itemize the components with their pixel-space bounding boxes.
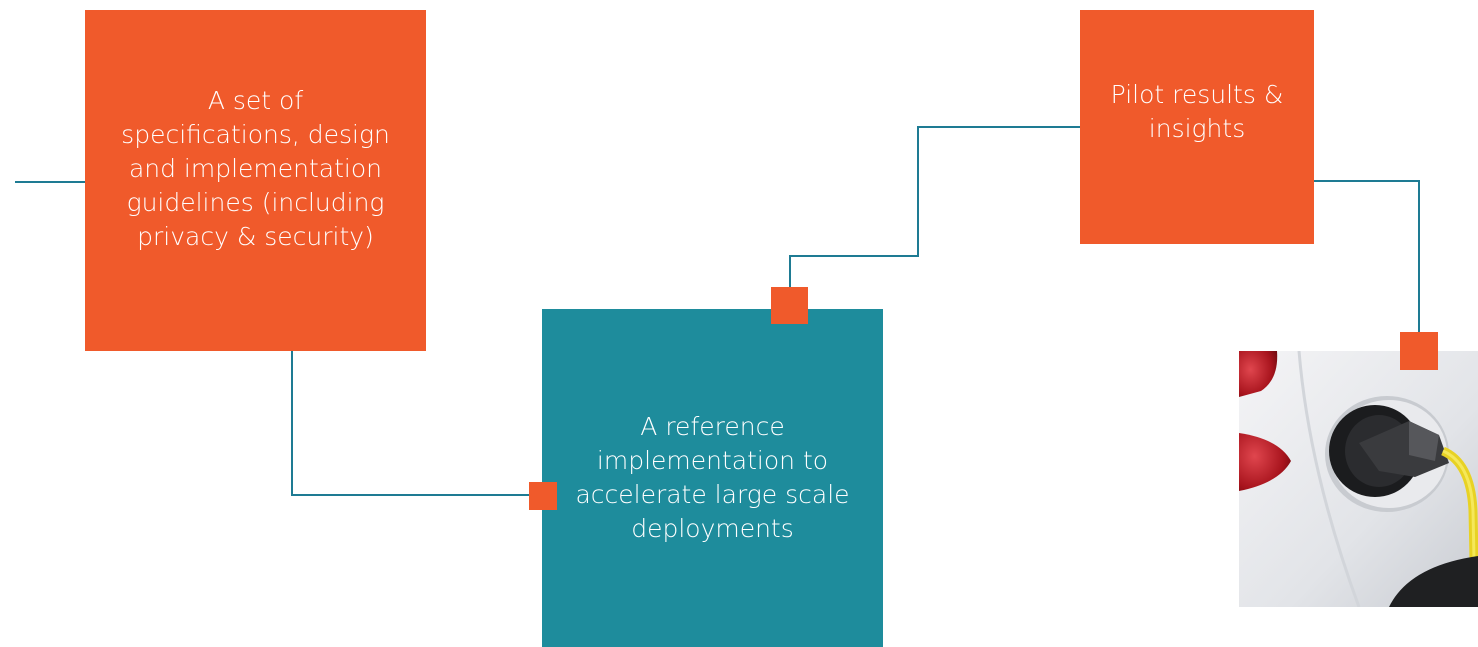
connector-pilot-to-image bbox=[1314, 180, 1420, 351]
specifications-line: guidelines (including bbox=[126, 187, 385, 217]
reference-line: accelerate large scale bbox=[575, 480, 850, 509]
pilot-line: insights bbox=[1148, 114, 1246, 143]
pilot-line: Pilot results & bbox=[1110, 80, 1284, 109]
marker-reference-left bbox=[529, 482, 557, 510]
reference-line: implementation to bbox=[596, 446, 829, 475]
reference-line: A reference bbox=[640, 412, 785, 441]
connector-spec-to-reference bbox=[291, 351, 542, 496]
reference-implementation-box: A reference implementation to accelerate… bbox=[542, 309, 883, 647]
specifications-line: and implementation bbox=[128, 153, 383, 183]
pilot-results-box: Pilot results & insights bbox=[1080, 10, 1314, 244]
connector-reference-to-pilot bbox=[789, 126, 1080, 309]
specifications-line: privacy & security) bbox=[137, 221, 374, 251]
ev-charging-image bbox=[1239, 351, 1478, 607]
marker-image-top bbox=[1400, 332, 1438, 370]
marker-reference-top bbox=[771, 287, 808, 324]
reference-line: deployments bbox=[631, 514, 794, 543]
specifications-line: specifications, design bbox=[121, 119, 390, 149]
specifications-line: A set of bbox=[207, 85, 304, 115]
specifications-box: A set of specifications, design and impl… bbox=[85, 10, 426, 351]
